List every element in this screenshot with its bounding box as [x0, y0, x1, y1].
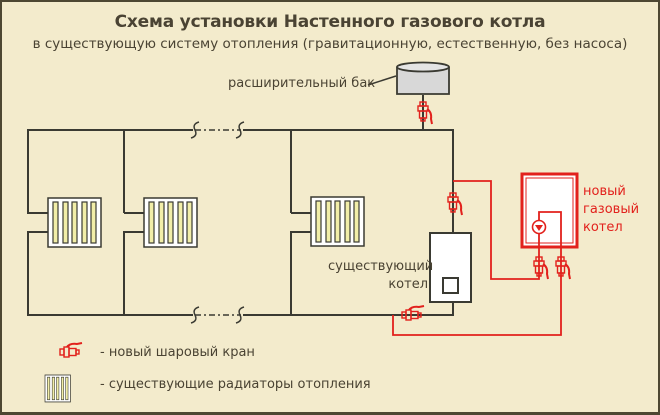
new-boiler: [520, 172, 579, 262]
valve-return-existing: [401, 305, 425, 321]
valve-expansion-tank: [417, 101, 433, 125]
existing-boiler: [429, 232, 472, 303]
valve-supply-existing: [447, 192, 463, 216]
new-boiler-label-line2: газовый: [583, 202, 640, 217]
new-boiler-label-line3: котел: [583, 220, 623, 235]
pipe-break-marks: [190, 121, 245, 324]
legend-valve-text: - новый шаровый кран: [100, 345, 255, 360]
expansion-tank: [396, 61, 450, 95]
legend-radiator-text: - существующие радиаторы отопления: [100, 377, 371, 392]
radiator-2: [143, 197, 198, 248]
radiator-3: [310, 196, 365, 247]
pipe-break-lines: [195, 129, 241, 316]
diagram-title: Схема установки Настенного газового котл…: [114, 12, 546, 32]
valve-new-boiler-2: [555, 256, 571, 280]
expansion-tank-label: расширительный бак: [228, 76, 376, 91]
existing-boiler-label-line1: существующий: [328, 259, 434, 274]
existing-boiler-label-line2: котел: [388, 277, 428, 292]
new-boiler-label-line1: новый: [583, 184, 626, 199]
existing-pipes: [27, 75, 454, 316]
diagram-subtitle: в существующую систему отопления (гравит…: [32, 36, 628, 52]
radiator-1: [47, 197, 102, 248]
radiator-icon: [44, 374, 71, 403]
valve-new-boiler-1: [533, 256, 549, 280]
new-boiler-label: новый газовый котел: [583, 183, 639, 237]
ball-valve-icon: [59, 342, 83, 358]
existing-boiler-label: существующий котел: [328, 258, 434, 294]
